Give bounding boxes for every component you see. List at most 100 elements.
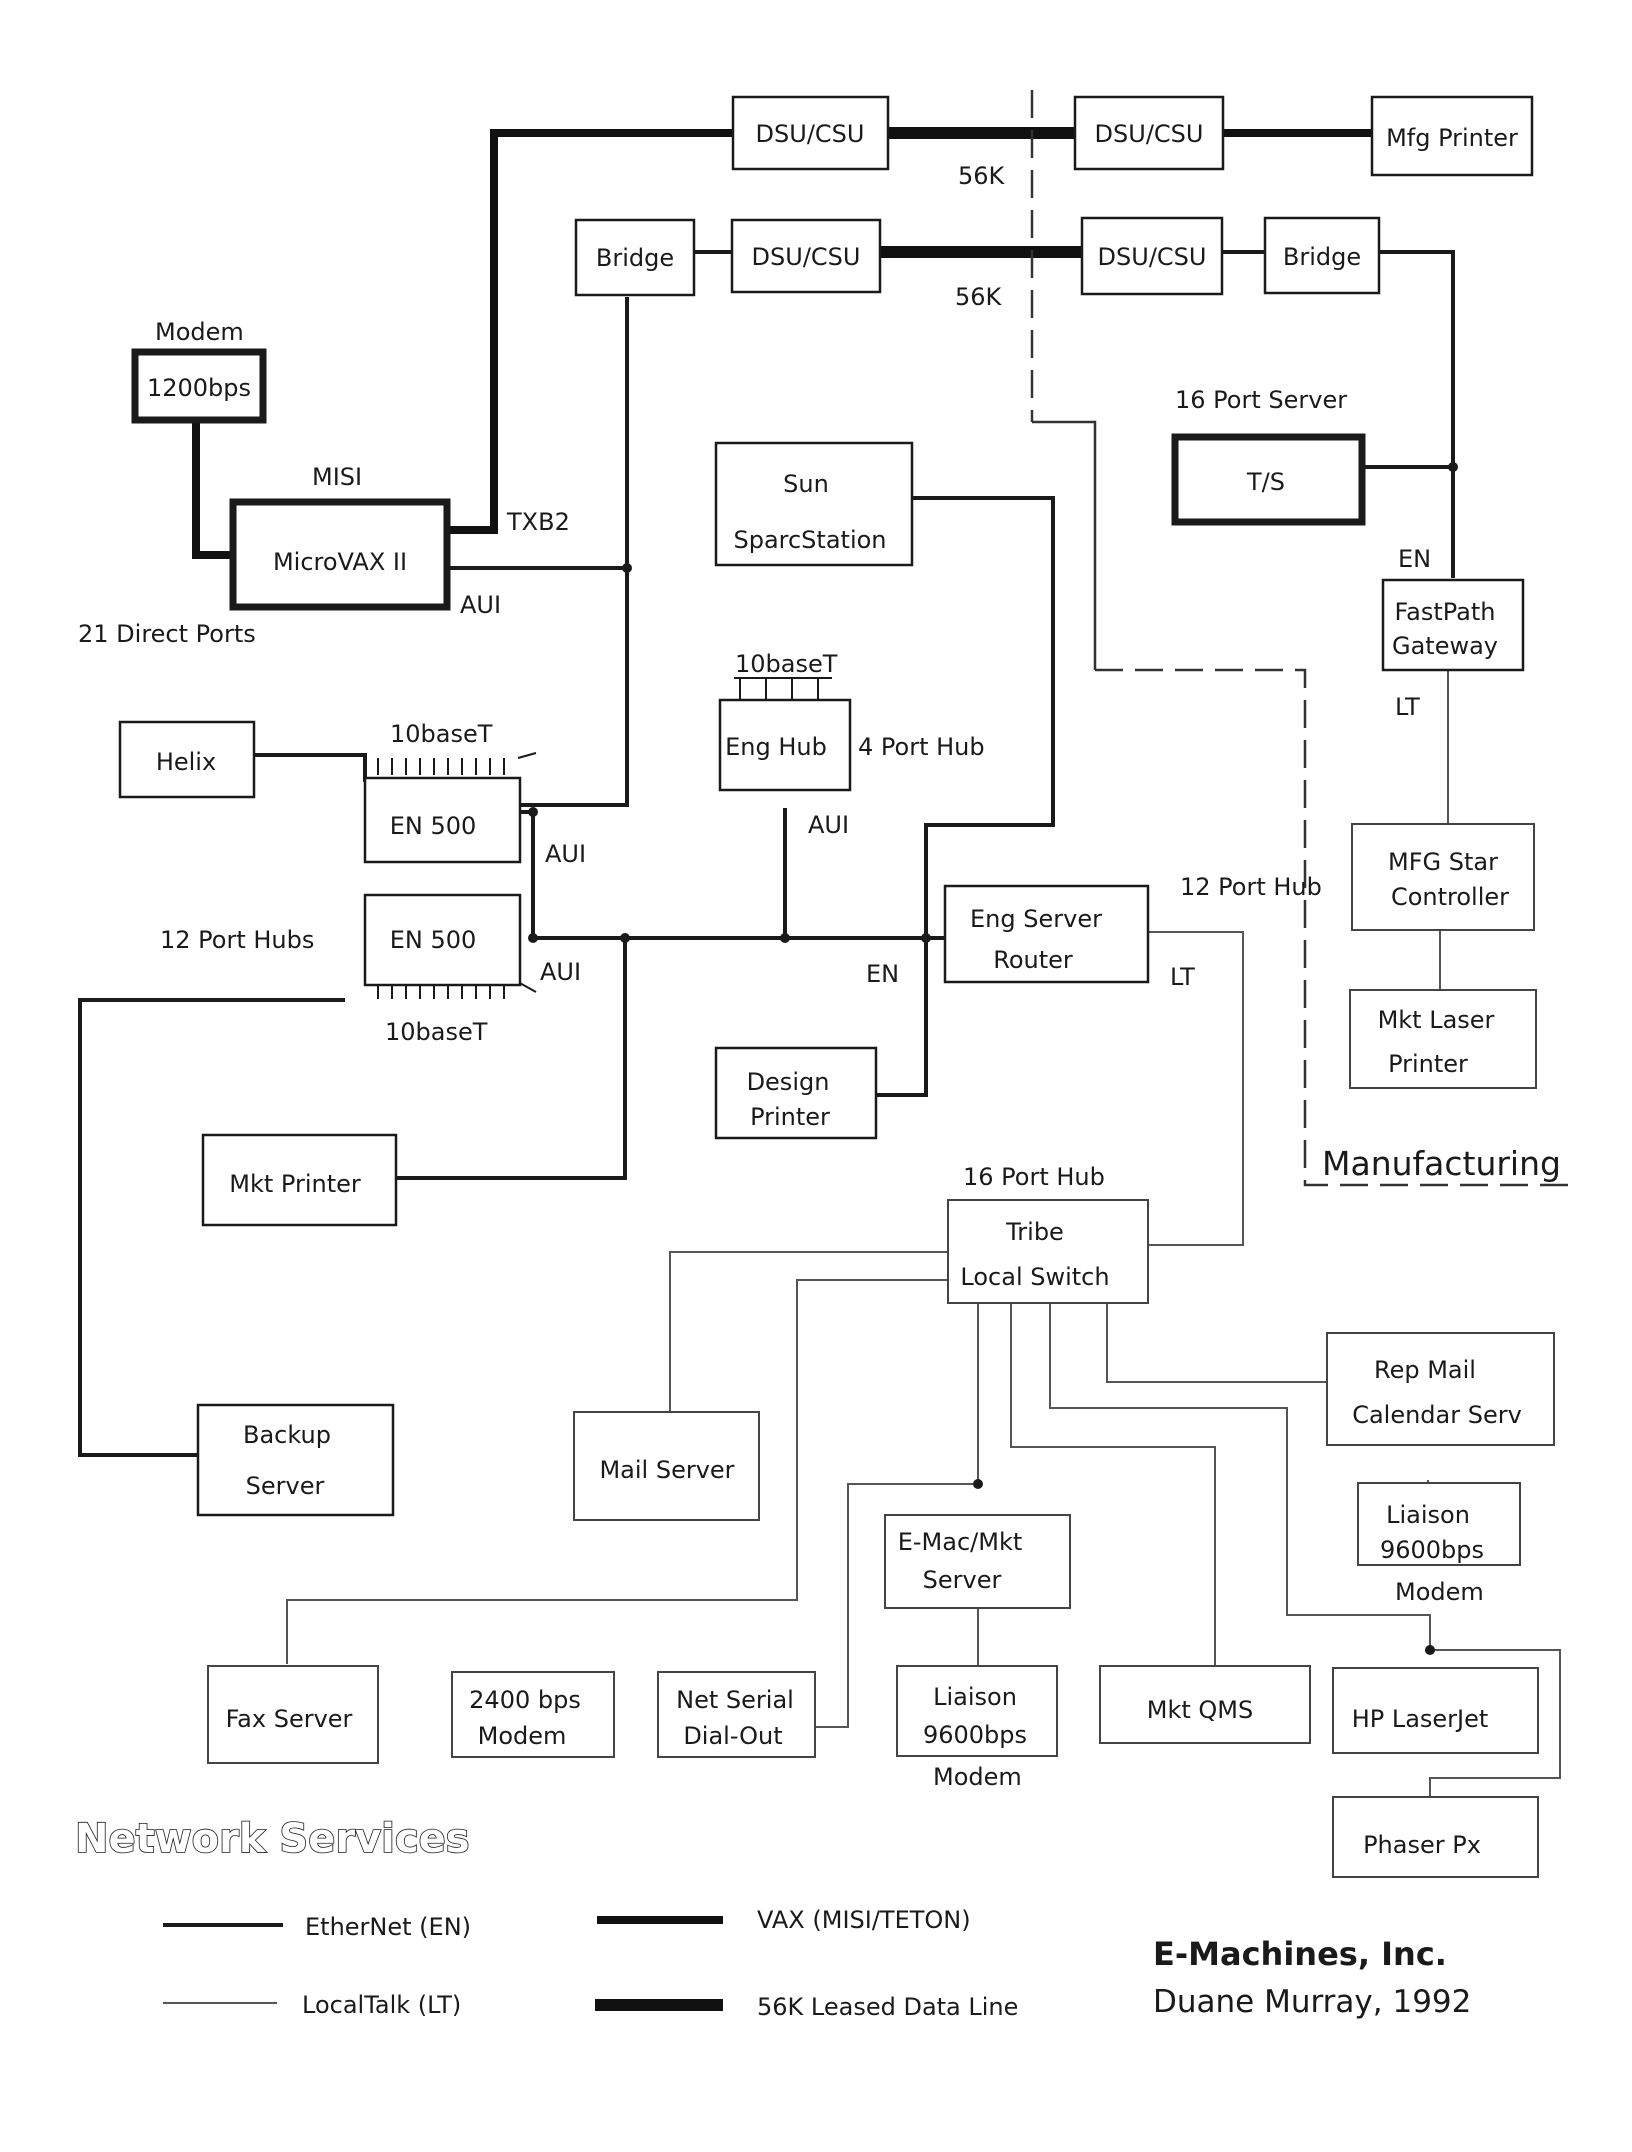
svg-text:Mfg Printer: Mfg Printer [1386, 124, 1518, 152]
node-tribe-local-switch[interactable]: Tribe Local Switch [947, 1199, 1149, 1304]
svg-text:Sun: Sun [783, 470, 829, 498]
node-microvax[interactable]: MicroVAX II [229, 498, 451, 611]
node-mkt-qms[interactable]: Mkt QMS [1099, 1665, 1311, 1744]
node-dsu-top-left[interactable]: DSU/CSU [731, 95, 890, 171]
svg-text:Calendar Serv: Calendar Serv [1352, 1401, 1522, 1429]
svg-text:HP LaserJet: HP LaserJet [1352, 1705, 1489, 1733]
node-liaison-mid[interactable]: Liaison 9600bps [896, 1665, 1058, 1757]
node-en500-top[interactable]: EN 500 [363, 776, 522, 864]
node-liaison-right[interactable]: Liaison 9600bps [1357, 1482, 1521, 1566]
node-net-serial-dialout[interactable]: Net Serial Dial-Out [657, 1671, 816, 1758]
svg-text:DSU/CSU: DSU/CSU [752, 243, 861, 271]
svg-text:4 Port Hub: 4 Port Hub [858, 733, 985, 761]
svg-text:10baseT: 10baseT [735, 650, 838, 678]
node-hp-laserjet[interactable]: HP LaserJet [1332, 1667, 1539, 1754]
legend-label-vax: VAX (MISI/TETON) [757, 1906, 971, 1934]
node-emac-mkt-server[interactable]: E-Mac/Mkt Server [884, 1514, 1071, 1609]
svg-text:Modem: Modem [155, 318, 244, 346]
node-design-printer[interactable]: Design Printer [714, 1046, 878, 1140]
node-en500-bottom[interactable]: EN 500 [363, 893, 522, 987]
node-dsu-mid-right[interactable]: DSU/CSU [1080, 216, 1224, 296]
svg-text:AUI: AUI [545, 840, 586, 868]
legend-item-leased: 56K Leased Data Line [595, 1993, 1018, 2021]
svg-text:LT: LT [1170, 963, 1195, 991]
svg-text:Fax Server: Fax Server [226, 1705, 353, 1733]
svg-text:DSU/CSU: DSU/CSU [756, 120, 865, 148]
svg-text:EN: EN [866, 960, 899, 988]
node-mfg-star-controller[interactable]: MFG Star Controller [1351, 823, 1535, 931]
node-modem-1200[interactable]: 1200bps [131, 348, 267, 424]
node-terminal-server[interactable]: T/S [1171, 433, 1366, 526]
node-dsu-top-right[interactable]: DSU/CSU [1073, 95, 1225, 171]
vax-line-to-dsu [447, 129, 733, 534]
tenbaset-ticks-hub [734, 677, 832, 700]
svg-text:MISI: MISI [312, 463, 362, 491]
svg-text:9600bps: 9600bps [1380, 1536, 1484, 1564]
svg-text:10baseT: 10baseT [390, 720, 493, 748]
node-modem-2400[interactable]: 2400 bps Modem [451, 1671, 615, 1758]
svg-text:Local Switch: Local Switch [960, 1263, 1109, 1291]
diagram-title: Network Services [75, 1816, 470, 1862]
svg-text:EN: EN [1398, 545, 1431, 573]
node-eng-hub[interactable]: Eng Hub [718, 698, 852, 792]
connection-labels: 56K 56K Modem 16 Port Server MISI TXB2 A… [78, 162, 1484, 1791]
legend-item-ethernet: EtherNet (EN) [163, 1913, 471, 1941]
svg-text:Modem: Modem [478, 1722, 567, 1750]
node-fastpath-gateway[interactable]: FastPath Gateway [1381, 578, 1525, 672]
node-phaser-px[interactable]: Phaser Px [1332, 1796, 1539, 1878]
svg-text:Server: Server [923, 1566, 1002, 1594]
svg-text:Bridge: Bridge [1283, 243, 1361, 271]
author-credit: Duane Murray, 1992 [1153, 1984, 1471, 2020]
node-mkt-laser-printer[interactable]: Mkt Laser Printer [1349, 989, 1537, 1089]
svg-text:12 Port Hub: 12 Port Hub [1180, 873, 1322, 901]
svg-text:Modem: Modem [933, 1763, 1022, 1791]
svg-text:Helix: Helix [156, 748, 216, 776]
svg-text:Design: Design [747, 1068, 830, 1096]
svg-text:EN 500: EN 500 [390, 926, 477, 954]
svg-text:Backup: Backup [243, 1421, 331, 1449]
svg-text:Mkt QMS: Mkt QMS [1147, 1696, 1253, 1724]
node-fax-server[interactable]: Fax Server [207, 1665, 379, 1764]
junction-dots [528, 462, 1458, 1655]
legend-item-localtalk: LocalTalk (LT) [163, 1991, 461, 2019]
svg-text:Mail Server: Mail Server [599, 1456, 734, 1484]
svg-text:SparcStation: SparcStation [733, 526, 886, 554]
svg-text:Modem: Modem [1395, 1578, 1484, 1606]
svg-text:21 Direct Ports: 21 Direct Ports [78, 620, 256, 648]
svg-text:T/S: T/S [1246, 468, 1285, 496]
node-backup-server[interactable]: Backup Server [196, 1403, 395, 1517]
svg-text:Phaser Px: Phaser Px [1363, 1831, 1481, 1859]
legend-label-localtalk: LocalTalk (LT) [302, 1991, 461, 2019]
node-mkt-printer[interactable]: Mkt Printer [201, 1133, 398, 1227]
node-mfg-printer[interactable]: Mfg Printer [1370, 95, 1534, 177]
node-rep-mail-calendar[interactable]: Rep Mail Calendar Serv [1326, 1332, 1555, 1446]
svg-text:Eng Server: Eng Server [970, 905, 1102, 933]
svg-text:Gateway: Gateway [1392, 632, 1498, 660]
node-bridge-left[interactable]: Bridge [574, 218, 696, 297]
svg-text:Server: Server [246, 1472, 325, 1500]
svg-text:16 Port Server: 16 Port Server [1175, 386, 1347, 414]
node-dsu-mid-left[interactable]: DSU/CSU [730, 218, 882, 294]
manufacturing-label: Manufacturing [1322, 1144, 1561, 1183]
node-bridge-right[interactable]: Bridge [1263, 216, 1381, 295]
svg-text:TXB2: TXB2 [506, 508, 570, 536]
svg-text:Bridge: Bridge [596, 244, 674, 272]
svg-text:Liaison: Liaison [1386, 1501, 1470, 1529]
svg-text:DSU/CSU: DSU/CSU [1095, 120, 1204, 148]
svg-text:Controller: Controller [1391, 883, 1509, 911]
svg-text:Mkt Printer: Mkt Printer [229, 1170, 361, 1198]
svg-text:AUI: AUI [460, 591, 501, 619]
node-helix[interactable]: Helix [118, 720, 256, 799]
node-mail-server[interactable]: Mail Server [573, 1411, 760, 1521]
node-sun-sparcstation[interactable]: Sun SparcStation [714, 441, 914, 567]
tenbaset-ticks-top [377, 752, 537, 775]
legend-label-ethernet: EtherNet (EN) [305, 1913, 471, 1941]
legend: EtherNet (EN) VAX (MISI/TETON) LocalTalk… [163, 1906, 1018, 2021]
svg-text:Rep Mail: Rep Mail [1374, 1356, 1476, 1384]
svg-text:MicroVAX II: MicroVAX II [273, 548, 407, 576]
vax-line-modem [192, 420, 233, 559]
svg-text:Router: Router [993, 946, 1073, 974]
svg-text:Net Serial: Net Serial [676, 1686, 794, 1714]
node-eng-server-router[interactable]: Eng Server Router [943, 884, 1150, 984]
